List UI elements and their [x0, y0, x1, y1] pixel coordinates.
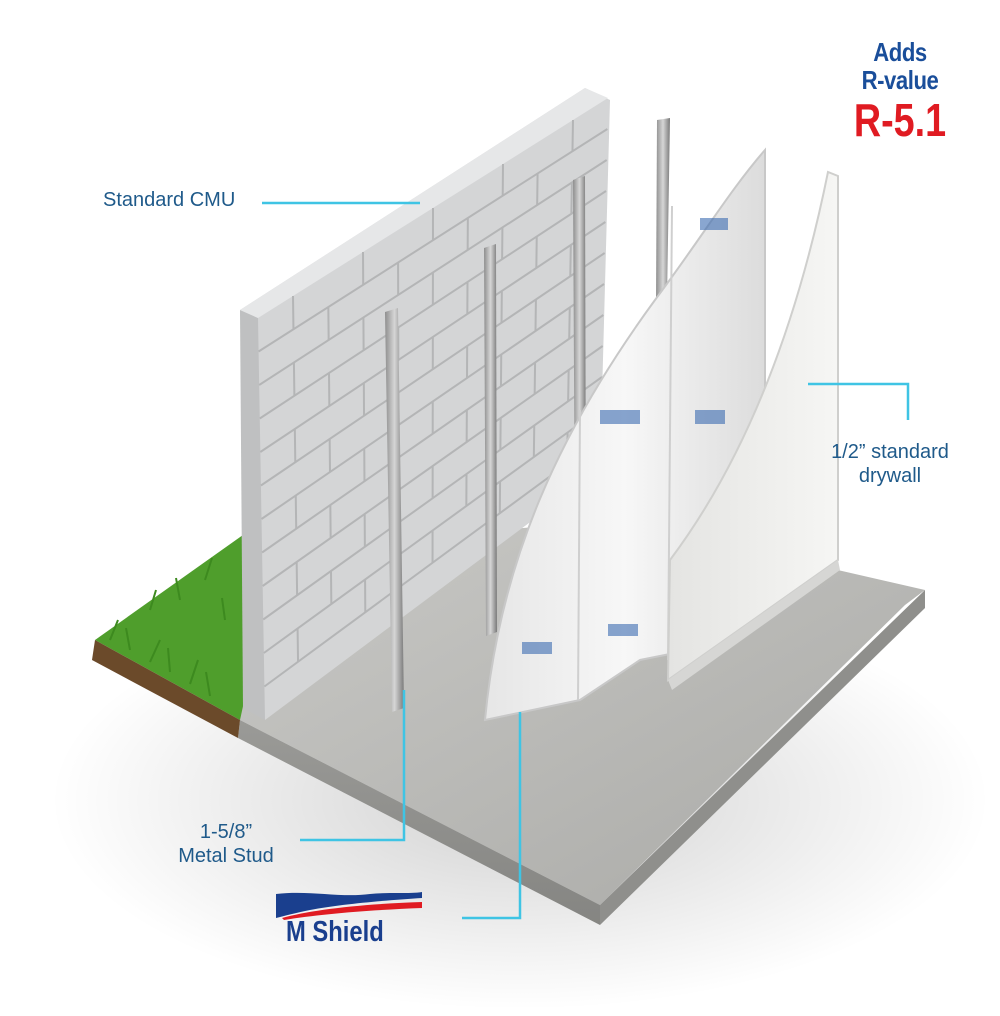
brick-course-line — [258, 128, 608, 353]
label-metal-stud: 1-5/8” Metal Stud — [160, 820, 292, 868]
leader-line-drywall — [808, 382, 910, 420]
label-text: Standard CMU — [103, 189, 236, 211]
brick-course-line — [258, 159, 608, 386]
label-drywall: 1/2” standard drywall — [820, 440, 960, 488]
metal-studs — [385, 118, 670, 712]
brick-joint-line — [570, 182, 573, 214]
brick-joint-line — [571, 119, 574, 152]
cmu-block-wall — [240, 88, 610, 720]
brick-joint-line — [568, 307, 571, 339]
grass-patch — [92, 530, 275, 738]
m-shield-logo: M Shield — [270, 888, 430, 958]
leader-lines — [262, 201, 910, 920]
m-shield-swoosh-icon — [276, 892, 422, 920]
rvalue-adds-text: Adds — [873, 37, 927, 67]
brick-joint-line — [567, 369, 570, 402]
rvalue-number: R-5.1 — [853, 94, 947, 146]
drywall-panel — [666, 170, 840, 690]
brick-course-line — [262, 345, 604, 587]
leader-line-stud — [300, 690, 406, 842]
label-text: 1-5/8” — [199, 821, 253, 843]
m-shield-logo-text: M Shield — [286, 916, 384, 948]
brick-joint-line — [569, 244, 572, 277]
brick-course-line — [261, 314, 604, 554]
leader-line-foil — [462, 712, 522, 920]
metal-stud — [484, 244, 497, 636]
label-text: Metal Stud — [178, 845, 274, 867]
rvalue-callout: Adds R-value R-5.1 — [830, 38, 970, 146]
rvalue-label-text: R-value — [861, 65, 939, 95]
metal-stud — [656, 118, 670, 305]
label-text: drywall — [858, 465, 922, 487]
label-standard-cmu: Standard CMU — [103, 188, 235, 212]
metal-stud — [385, 308, 404, 712]
label-text: 1/2” standard — [831, 441, 949, 463]
